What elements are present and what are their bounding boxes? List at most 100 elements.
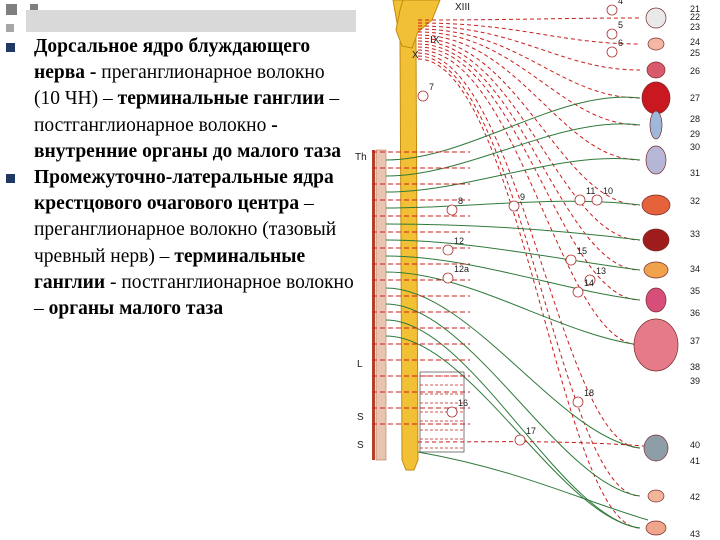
bullet-marker — [6, 174, 15, 183]
organ-number-37: 37 — [690, 336, 700, 346]
ganglion-14 — [573, 287, 583, 297]
pelvic-nerve — [418, 442, 644, 446]
slide-text: Дорсальное ядро блуждающего нерва - прег… — [6, 34, 354, 322]
organ-number-29: 29 — [690, 129, 700, 139]
organ-kidney — [646, 288, 666, 312]
organ-heart — [642, 82, 670, 114]
organ-number-26: 26 — [690, 66, 700, 76]
ganglion-15 — [566, 255, 576, 265]
vagal-fiber — [418, 29, 640, 98]
vagal-fiber — [418, 50, 640, 345]
ganglion-12a — [443, 273, 453, 283]
organ-gonad — [648, 490, 664, 502]
bullet-text-segment: органы малого таза — [49, 298, 223, 319]
organ-number-43: 43 — [690, 529, 700, 539]
ganglion-16 — [447, 407, 457, 417]
ganglion-label-13: 13 — [596, 266, 606, 276]
label-s2: S — [357, 412, 364, 423]
ganglion-5 — [607, 29, 617, 39]
sympathetic-trunk — [372, 150, 375, 460]
organ-trachea — [650, 111, 662, 139]
organs — [634, 8, 678, 535]
vagal-fiber — [418, 59, 640, 528]
label-l: L — [357, 359, 363, 370]
pelvic-sympathetic — [418, 452, 648, 520]
ganglion-4 — [607, 5, 617, 15]
ganglion-7 — [418, 91, 428, 101]
sympathetic-fiber — [386, 97, 640, 160]
organ-lung — [646, 146, 666, 174]
label-th: Th — [355, 152, 367, 163]
ganglion-9 — [509, 201, 519, 211]
organ-stomach — [642, 195, 670, 215]
organ-bladder — [644, 435, 668, 461]
ganglion-label-12: 12 — [454, 236, 464, 246]
ganglion-label-4: 4 — [618, 0, 623, 6]
organ-number-39: 39 — [690, 376, 700, 386]
label-xiii: XIII — [455, 2, 470, 13]
ganglion-label-11: 11 — [586, 186, 595, 196]
autonomic-nervous-system-diagram: XIII IX X Th L S S 212223242526272829303… — [352, 0, 720, 540]
sympathetic-fiber — [386, 304, 640, 496]
ganglion-label-17: 17 — [526, 426, 536, 436]
vagal-fiber — [418, 38, 640, 205]
organ-intestine — [634, 319, 678, 371]
vagal-fiber — [418, 35, 640, 160]
ganglion-17 — [515, 435, 525, 445]
ganglion-label-9: 9 — [520, 192, 525, 202]
ganglion-18 — [573, 397, 583, 407]
organ-number-23: 23 — [690, 22, 700, 32]
organ-number-22: 22 — [690, 12, 700, 22]
ganglion-label-8: 8 — [458, 196, 463, 206]
vagal-fiber — [418, 32, 640, 125]
ganglion-label-18: 18 — [584, 388, 594, 398]
bullet-text-segment: терминальные ганглии — [118, 88, 325, 109]
sympathetic-fiber — [386, 272, 640, 345]
sympathetic-fiber — [386, 256, 640, 300]
vagal-fiber — [418, 18, 640, 20]
ganglion-6 — [607, 47, 617, 57]
label-x: X — [412, 50, 419, 61]
ganglion-label-6: 6 — [618, 38, 623, 48]
organ-number-42: 42 — [690, 492, 700, 502]
organ-number-38: 38 — [690, 362, 700, 372]
organ-number-34: 34 — [690, 264, 700, 274]
decorative-title-bar — [26, 10, 356, 32]
organ-labels: 2122232425262728293031323334353637383940… — [690, 4, 700, 539]
organ-number-32: 32 — [690, 196, 700, 206]
label-s4: S — [357, 440, 364, 451]
sympathetic-fiber — [386, 336, 640, 528]
vagal-fiber — [418, 26, 640, 70]
organ-number-40: 40 — [690, 440, 700, 450]
ganglion-10 — [592, 195, 602, 205]
ganglion-11 — [575, 195, 585, 205]
bullet-text-segment: Промежуточно-латеральные ядра крестцовог… — [34, 167, 334, 214]
organ-pancreas — [644, 262, 668, 278]
organ-number-30: 30 — [690, 142, 700, 152]
ganglion-8 — [447, 205, 457, 215]
organ-genital-organ — [646, 521, 666, 535]
organ-gland — [648, 38, 664, 50]
sympathetic-column — [376, 150, 386, 460]
bullet-sacral-pathway: Промежуточно-латеральные ядра крестцовог… — [6, 165, 354, 322]
organ-number-41: 41 — [690, 456, 700, 466]
organ-liver — [643, 229, 669, 251]
ganglion-label-7: 7 — [429, 82, 434, 92]
ganglion-label-16: 16 — [458, 398, 468, 408]
organ-number-36: 36 — [690, 308, 700, 318]
organ-number-27: 27 — [690, 93, 700, 103]
ganglion-label-10: 10 — [603, 186, 613, 196]
organ-number-33: 33 — [690, 229, 700, 239]
ganglion-label-5: 5 — [618, 20, 623, 30]
ganglion-label-12a: 12a — [454, 264, 469, 274]
bullet-vagus-pathway: Дорсальное ядро блуждающего нерва - прег… — [6, 34, 354, 165]
spinal-cord — [393, 0, 418, 470]
organ-number-35: 35 — [690, 286, 700, 296]
organ-number-31: 31 — [690, 168, 700, 178]
ganglion-12 — [443, 245, 453, 255]
ganglion-label-14: 14 — [584, 278, 594, 288]
organ-number-28: 28 — [690, 114, 700, 124]
organ-number-25: 25 — [690, 48, 700, 58]
bullet-marker — [6, 43, 15, 52]
sympathetic-fiber — [386, 158, 640, 192]
